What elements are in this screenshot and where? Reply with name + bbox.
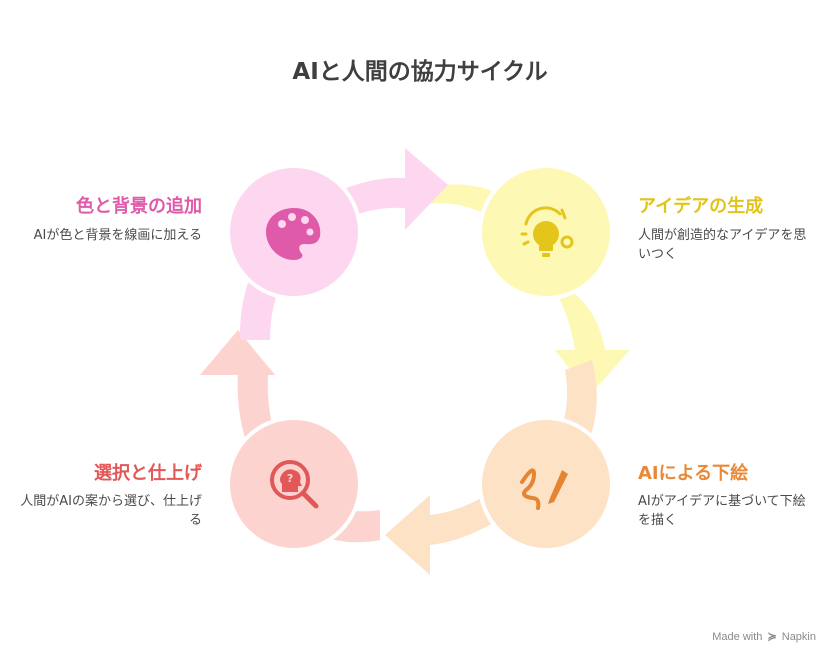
stage-circle-sketch	[478, 416, 614, 552]
head-search-icon: ?	[270, 460, 319, 509]
stage-desc-ideas: 人間が創造的なアイデアを思いつく	[638, 228, 807, 262]
brush-stroke-icon	[520, 468, 568, 510]
lightbulb-icon	[520, 206, 574, 257]
svg-text:?: ?	[287, 472, 293, 485]
stage-desc-sketch: AIがアイデアに基づいて下絵を描く	[638, 494, 806, 528]
stage-title-color: 色と背景の追加	[76, 196, 202, 217]
stage-title-select: 選択と仕上げ	[94, 463, 202, 484]
stage-desc-select: 人間がAIの案から選び、仕上げる	[20, 494, 202, 528]
stage-title-ideas: アイデアの生成	[638, 196, 764, 217]
made-with-napkin: Made with ≽ Napkin	[712, 630, 816, 643]
palette-icon	[266, 208, 321, 260]
footer-brand: Napkin	[781, 631, 816, 643]
napkin-logo-icon: ≽	[767, 631, 777, 643]
stage-desc-color: AIが色と背景を線画に加える	[33, 228, 202, 243]
stage-title-sketch: AIによる下絵	[638, 463, 749, 484]
diagram-title: AIと人間の協力サイクル	[292, 59, 548, 85]
footer-made-with: Made with	[712, 631, 763, 643]
